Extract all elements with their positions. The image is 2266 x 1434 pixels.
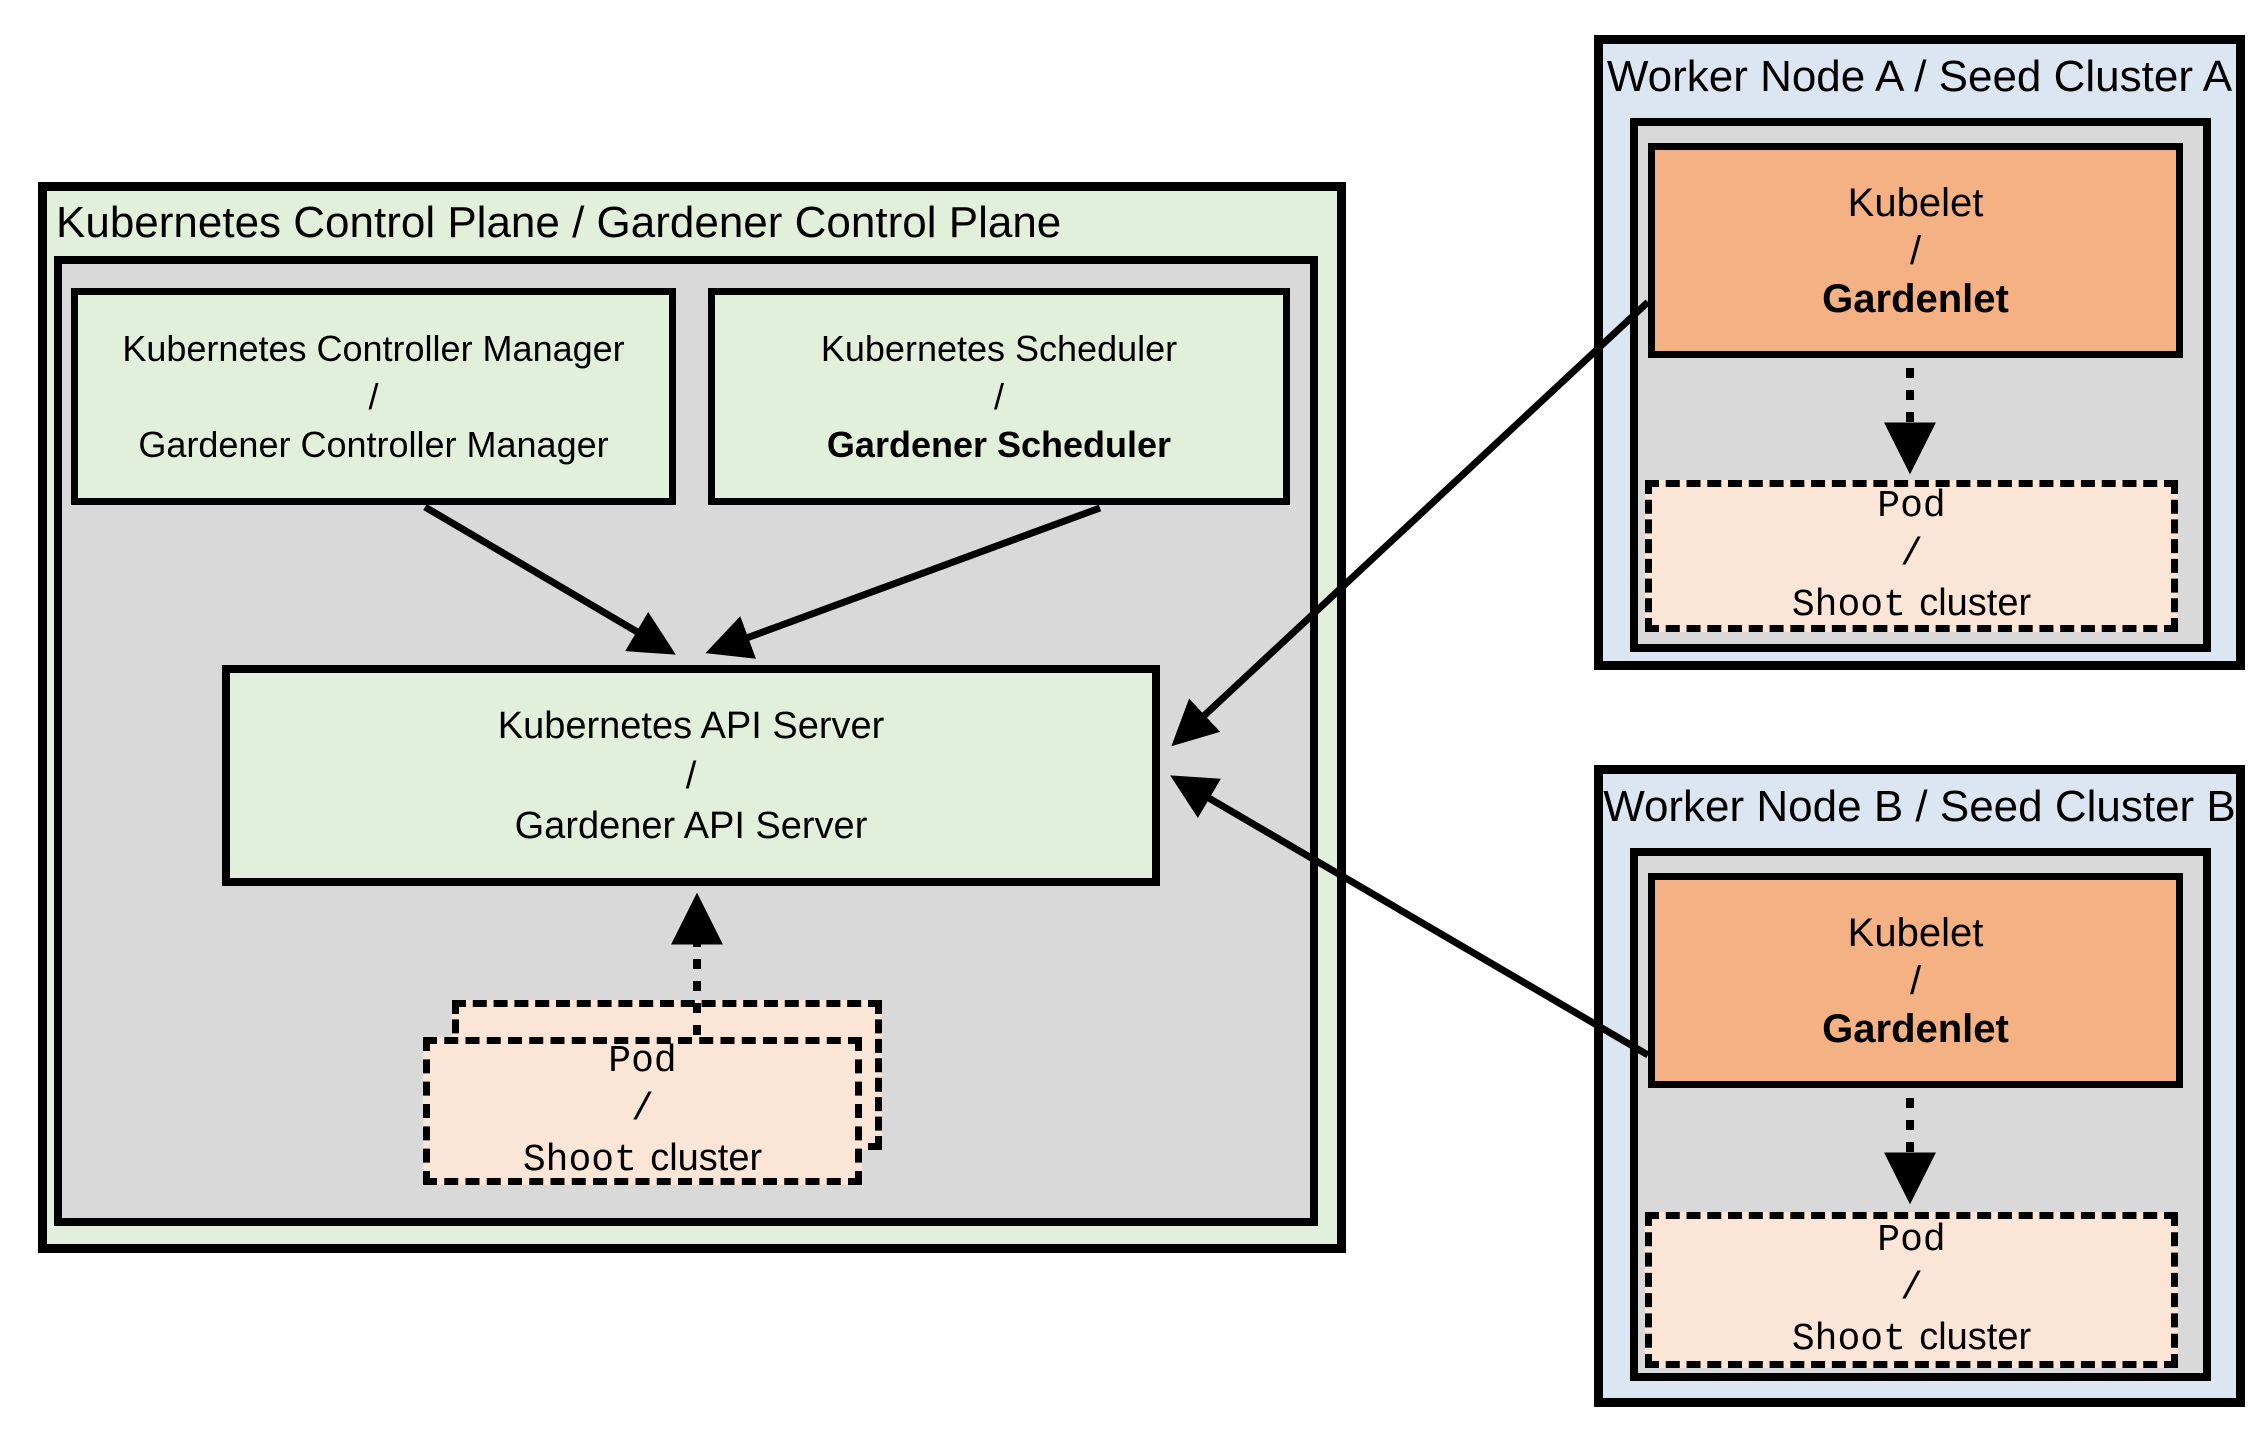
pod-b-line1: Pod — [1877, 1218, 1946, 1262]
api-server-line2: Gardener API Server — [514, 804, 868, 847]
worker-node-b-pod-box: Pod / Shoot cluster — [1645, 1212, 2178, 1368]
scheduler-separator: / — [993, 375, 1004, 417]
pod-line2-cluster: cluster — [650, 1136, 763, 1179]
controller-manager-line2: Gardener Controller Manager — [138, 423, 609, 465]
pod-a-line1: Pod — [1877, 484, 1946, 528]
api-server-box: Kubernetes API Server / Gardener API Ser… — [222, 665, 1160, 886]
controller-manager-box: Kubernetes Controller Manager / Gardener… — [71, 288, 676, 505]
worker-node-a-title: Worker Node A / Seed Cluster A — [1606, 52, 2233, 101]
pod-b-separator: / — [1900, 1266, 1923, 1310]
scheduler-line2: Gardener Scheduler — [826, 423, 1172, 465]
pod-a-separator: / — [1900, 532, 1923, 576]
pod-a-line2: Shoot cluster — [1792, 579, 2031, 630]
pod-line2: Shoot cluster — [523, 1134, 762, 1185]
scheduler-box: Kubernetes Scheduler / Gardener Schedule… — [708, 288, 1290, 505]
worker-node-b-title: Worker Node B / Seed Cluster B — [1603, 782, 2236, 831]
kubelet-b-line1: Kubelet — [1847, 910, 1984, 955]
control-plane-pod-box-front: Pod / Shoot cluster — [423, 1037, 862, 1185]
control-plane-title: Kubernetes Control Plane / Gardener Cont… — [56, 198, 1062, 247]
pod-separator: / — [631, 1087, 654, 1131]
pod-a-line2-shoot: Shoot — [1791, 583, 1906, 627]
pod-b-line2-shoot: Shoot — [1791, 1317, 1906, 1361]
kubelet-a-separator: / — [1909, 228, 1922, 273]
worker-node-b-kubelet-box: Kubelet / Gardenlet — [1648, 873, 2183, 1088]
api-server-line1: Kubernetes API Server — [497, 704, 885, 747]
controller-manager-line1: Kubernetes Controller Manager — [122, 327, 625, 369]
kubelet-b-separator: / — [1909, 958, 1922, 1003]
controller-manager-separator: / — [368, 375, 379, 417]
kubelet-a-line2: Gardenlet — [1822, 276, 2009, 321]
scheduler-line1: Kubernetes Scheduler — [820, 327, 1178, 369]
kubelet-b-line2: Gardenlet — [1822, 1006, 2009, 1051]
worker-node-a-pod-box: Pod / Shoot cluster — [1645, 480, 2178, 632]
pod-line1: Pod — [608, 1039, 677, 1083]
pod-b-line2: Shoot cluster — [1792, 1313, 2031, 1364]
worker-node-a-kubelet-box: Kubelet / Gardenlet — [1648, 143, 2183, 358]
api-server-separator: / — [685, 754, 697, 797]
pod-b-line2-cluster: cluster — [1919, 1315, 2032, 1358]
kubelet-a-line1: Kubelet — [1847, 180, 1984, 225]
pod-a-line2-cluster: cluster — [1919, 581, 2032, 624]
pod-line2-shoot: Shoot — [522, 1138, 637, 1182]
